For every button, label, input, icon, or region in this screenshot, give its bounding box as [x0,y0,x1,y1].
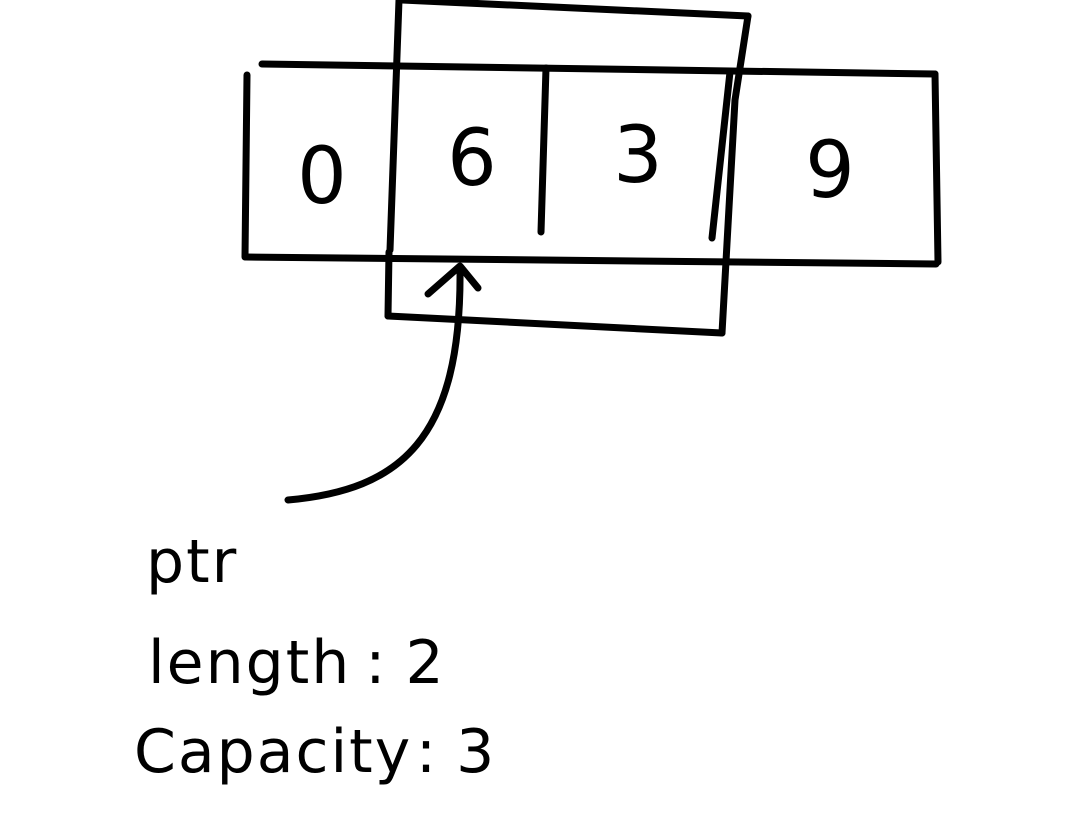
array-left-border [241,71,251,261]
slice-window-right [718,12,752,337]
array-cell-3: 9 [805,126,855,216]
slice-window-left [384,248,393,320]
capacity-label: Capacity:3 [134,717,496,787]
array-divider-2 [537,64,550,236]
slice-window-top [398,0,752,20]
array-bottom-border [242,253,940,268]
array-divider-3 [708,68,734,242]
pointer-label: ptr [146,527,238,597]
array-right-border [931,70,942,266]
array-cell-0: 0 [297,132,347,222]
array-cell-2: 3 [613,111,663,201]
pointer-arrow-shaft [284,264,464,504]
array-divider-1 [386,0,403,254]
pointer-arrowhead-icon [424,262,482,298]
array-cell-1: 6 [447,114,497,204]
slice-window-bottom [384,312,726,337]
length-label: length:2 [148,628,446,698]
array-top-border [258,60,939,78]
